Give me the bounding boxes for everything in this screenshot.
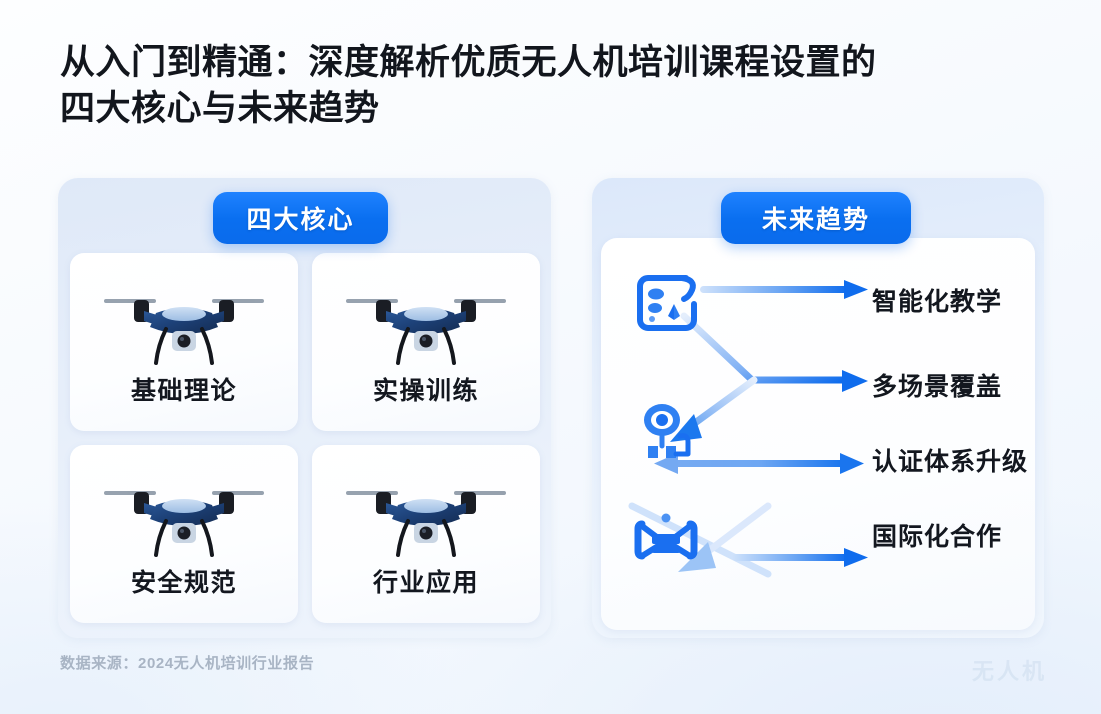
trend-content-card <box>601 238 1035 630</box>
core-card-basic-theory[interactable]: 基础理论 <box>70 253 298 431</box>
core-card-label: 实操训练 <box>372 377 479 405</box>
map-document-icon <box>628 266 708 342</box>
trend-arrow-diagram <box>592 238 1044 630</box>
drone-icon <box>340 273 512 377</box>
trend-label-intelligent-teaching: 智能化教学 <box>872 288 1003 316</box>
eye-surveillance-icon <box>628 392 708 468</box>
trend-label-certification-upgrade: 认证体系升级 <box>872 448 1029 476</box>
core-card-label: 基础理论 <box>130 377 237 405</box>
core-section-badge: 四大核心 <box>213 192 388 244</box>
trend-section-badge: 未来趋势 <box>721 192 911 244</box>
drone-icon <box>340 465 512 569</box>
page-title-line-2: 四大核心与未来趋势 <box>60 89 380 129</box>
core-card-safety-standards[interactable]: 安全规范 <box>70 445 298 623</box>
drone-icon <box>98 273 270 377</box>
core-card-label: 安全规范 <box>130 569 237 597</box>
drone-frame-icon <box>628 504 708 580</box>
page-title-line-1: 从入门到精通：深度解析优质无人机培训课程设置的 <box>60 43 877 82</box>
data-source-note: 数据来源：2024无人机培训行业报告 <box>60 655 315 672</box>
drone-icon <box>98 465 270 569</box>
trend-label-multi-scenario: 多场景覆盖 <box>872 373 1003 401</box>
trend-section-badge-label: 未来趋势 <box>761 206 870 234</box>
core-card-industry-application[interactable]: 行业应用 <box>312 445 540 623</box>
core-card-label: 行业应用 <box>372 569 479 597</box>
page-title: 从入门到精通：深度解析优质无人机培训课程设置的 四大核心与未来趋势 <box>60 40 1040 132</box>
core-section-badge-label: 四大核心 <box>246 206 355 234</box>
watermark: 无人机 <box>971 659 1047 684</box>
trend-label-column: 智能化教学 多场景覆盖 认证体系升级 国际化合作 <box>872 262 1042 602</box>
trend-icon-column <box>628 262 720 612</box>
core-card-practical-training[interactable]: 实操训练 <box>312 253 540 431</box>
core-cards-grid: 基础理论 <box>70 253 540 625</box>
trend-label-international-cooperation: 国际化合作 <box>872 523 1003 551</box>
